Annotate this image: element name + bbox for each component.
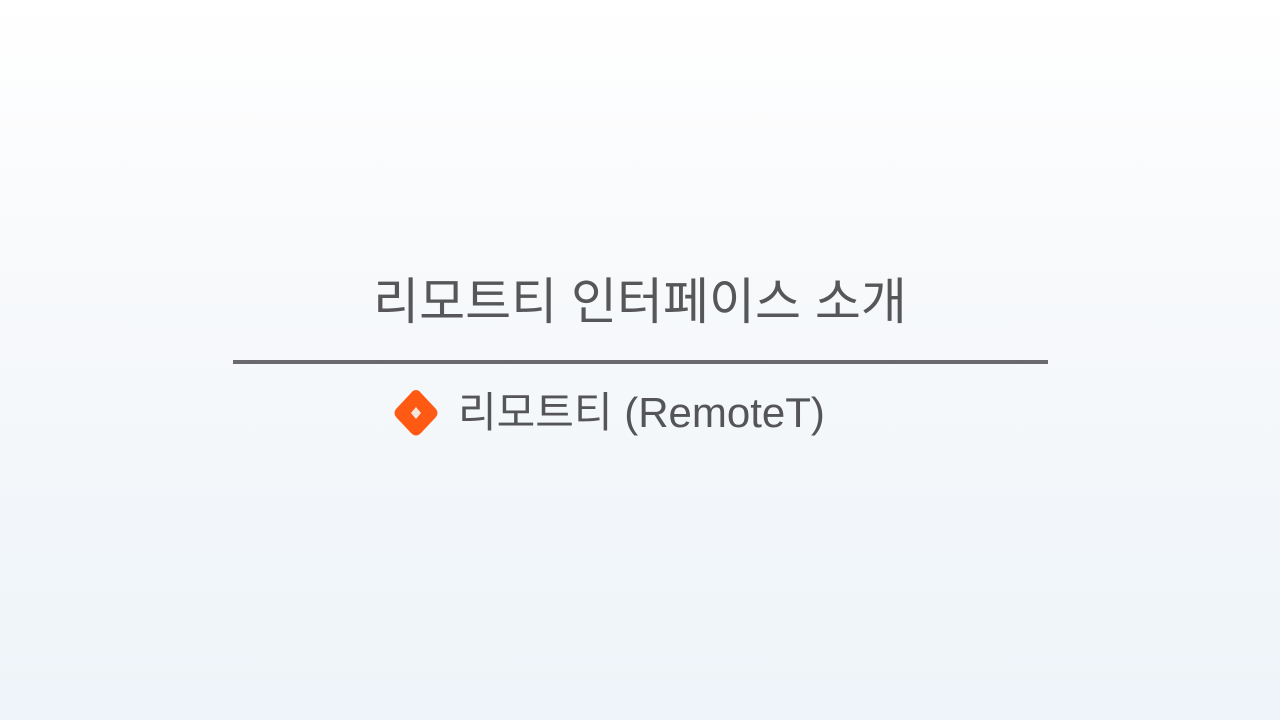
remotet-logo-icon	[394, 390, 438, 436]
subtitle-row: 리모트티 (RemoteT)	[392, 385, 825, 441]
title-divider	[233, 360, 1048, 364]
subtitle-text: 리모트티 (RemoteT)	[458, 389, 825, 436]
slide-title: 리모트티 인터페이스 소개	[373, 274, 907, 330]
